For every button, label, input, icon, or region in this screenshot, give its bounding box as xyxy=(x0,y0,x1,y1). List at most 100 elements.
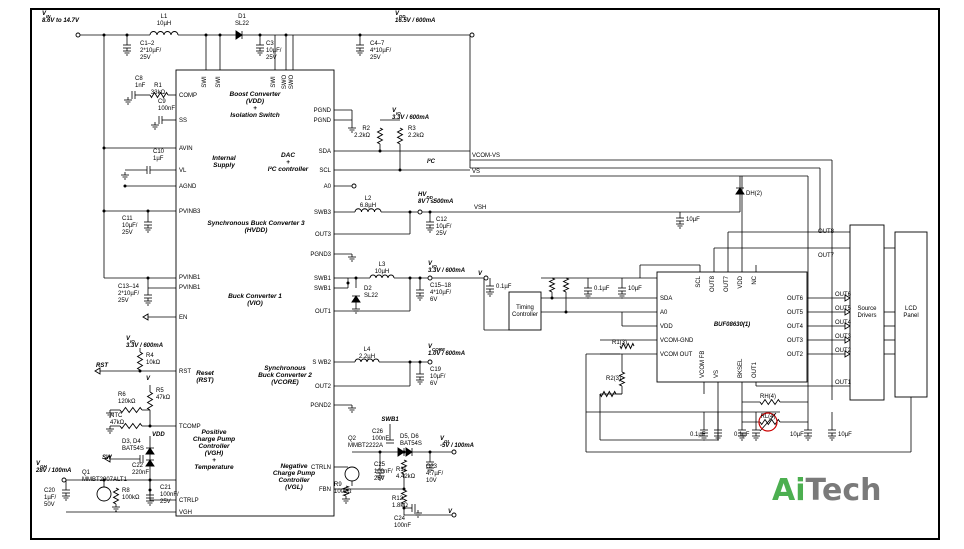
boost-converter-label: + xyxy=(253,105,257,112)
inductor-l2 xyxy=(354,208,382,213)
r3-label: R3 xyxy=(408,126,416,132)
junction-dot xyxy=(138,369,142,373)
pin-out2: OUT2 xyxy=(315,384,332,390)
vl-label: V xyxy=(146,376,151,382)
c23-label: 4.7µF/ xyxy=(426,471,443,477)
vio-rst-rail-spec: 3.3V / 600mA xyxy=(126,343,163,349)
reset-label: Reset xyxy=(196,370,215,377)
r8-label: 100kΩ xyxy=(122,495,140,501)
pin-comp: COMP xyxy=(179,93,197,99)
c10u-vsh-label: 10µF xyxy=(686,217,700,223)
terminal xyxy=(351,183,357,189)
resistor-r8 xyxy=(112,487,120,505)
highlight-slash xyxy=(759,412,777,432)
c9-label: C9 xyxy=(158,99,166,105)
vgl-rail-spec: -5V / 100mA xyxy=(440,443,474,449)
c15-c18-label: 6V xyxy=(430,297,437,303)
aitech-logo: AiTech xyxy=(772,473,881,508)
c21-label: C21 xyxy=(160,485,172,491)
junction-dot xyxy=(148,488,152,492)
buf08630-block xyxy=(656,271,808,383)
junction-dot xyxy=(204,33,208,37)
buf-top-scl: SCL xyxy=(696,275,702,287)
buf-top-out7: OUT7 xyxy=(724,275,730,292)
transistor-q2 xyxy=(344,466,360,482)
buf-top-vdd: VDD xyxy=(738,275,744,288)
junction-dot xyxy=(148,424,152,428)
r11-label: 4.42kΩ xyxy=(396,474,416,480)
junction-dot xyxy=(258,33,262,37)
pin-ss: SS xyxy=(179,118,187,124)
ntc-label: NTC xyxy=(110,413,123,419)
r6-label: R6 xyxy=(118,392,126,398)
r11-label: R11 xyxy=(396,467,407,473)
terminal xyxy=(483,275,489,281)
vio-buf-label: V xyxy=(478,271,483,277)
terminal xyxy=(61,477,67,483)
boost-converter-label: Boost Converter xyxy=(230,91,281,98)
resistor-r11 xyxy=(400,459,408,475)
c11-label: C11 xyxy=(122,216,133,222)
c13-c14-label: 2*10µF/ xyxy=(118,291,139,297)
reset-label: (RST) xyxy=(196,377,213,384)
c0u1-bot2-label: 0.1µF xyxy=(734,432,750,438)
vsh-label: VSH xyxy=(474,205,486,211)
c3-label: 25V xyxy=(266,55,277,61)
resistor-r12 xyxy=(400,489,408,505)
c8-label: 1nF xyxy=(135,83,146,89)
c15-c18-label: C15–18 xyxy=(430,283,452,289)
pin-swb3: SWB3 xyxy=(314,210,332,216)
resistor-r6 xyxy=(119,406,143,414)
l1-label: 10µH xyxy=(157,21,171,27)
pin-tcomp: TCOMP xyxy=(179,424,201,430)
buck2-label: (VCORE) xyxy=(271,379,298,386)
pin-a0: A0 xyxy=(324,184,332,190)
negative-charge-pump-label: (VGL) xyxy=(285,484,303,491)
pin-rst: RST xyxy=(179,369,191,375)
buf-pin-out5: OUT5 xyxy=(787,310,804,316)
vdd-cp-label: VDD xyxy=(152,432,165,438)
c9-label: 100nF xyxy=(158,106,175,112)
buf08630-label: BUF08630(1) xyxy=(714,322,750,328)
d1-label: D1 xyxy=(238,14,246,20)
c25-label: 100nF/ xyxy=(374,469,393,475)
inductor-l1 xyxy=(149,31,179,36)
pin-pgnd3: PGND3 xyxy=(310,252,331,258)
junction-dot xyxy=(218,33,222,37)
buf-pin-a0: A0 xyxy=(660,310,668,316)
c11-label: 10µF/ xyxy=(122,223,138,229)
junction-dot xyxy=(123,184,127,188)
r12-label: 1.8kΩ xyxy=(392,503,408,509)
dac-label: + xyxy=(286,159,290,166)
pin-top-swi: SWI xyxy=(216,76,222,88)
junction-dot xyxy=(358,33,362,37)
vio-rst-rail: VIO xyxy=(126,336,135,344)
c10u-bot1-label: 10µF xyxy=(790,432,804,438)
pin-top-swi: SWI xyxy=(271,76,277,88)
pin-vgh: VGH xyxy=(179,510,192,516)
lcd-line-out4: OUT4 xyxy=(835,320,852,326)
junction-dot xyxy=(408,210,412,214)
boost-converter-label: Isolation Switch xyxy=(230,112,280,119)
positive-charge-pump-label: Controller xyxy=(198,443,230,450)
inductor-l4 xyxy=(354,358,380,363)
buf-pin-out3: OUT3 xyxy=(787,338,804,344)
buf-bottom-vs: VS xyxy=(714,370,720,378)
r3-label: 2.2kΩ xyxy=(408,133,424,139)
buf-bottom-bksel: BKSEL xyxy=(738,358,744,378)
junction-dot xyxy=(284,33,288,37)
c23-label: 10V xyxy=(426,478,437,484)
c24-label: C24 xyxy=(394,516,406,522)
junction-dot xyxy=(102,209,106,213)
buf-pin-vcom-gnd: VCOM-GND xyxy=(660,338,694,344)
rst-net-label: RST xyxy=(96,363,109,369)
out-arrow xyxy=(844,350,851,358)
internal-supply-label: Internal xyxy=(212,155,236,162)
r2b-label: R2(3) xyxy=(606,376,621,382)
c22-label: 220nF xyxy=(132,470,149,476)
out-arrow xyxy=(844,336,851,344)
buf-pin-out6: OUT6 xyxy=(787,296,804,302)
lcd-line-out3: OUT3 xyxy=(835,334,852,340)
c19-label: 10µF/ xyxy=(430,374,446,380)
